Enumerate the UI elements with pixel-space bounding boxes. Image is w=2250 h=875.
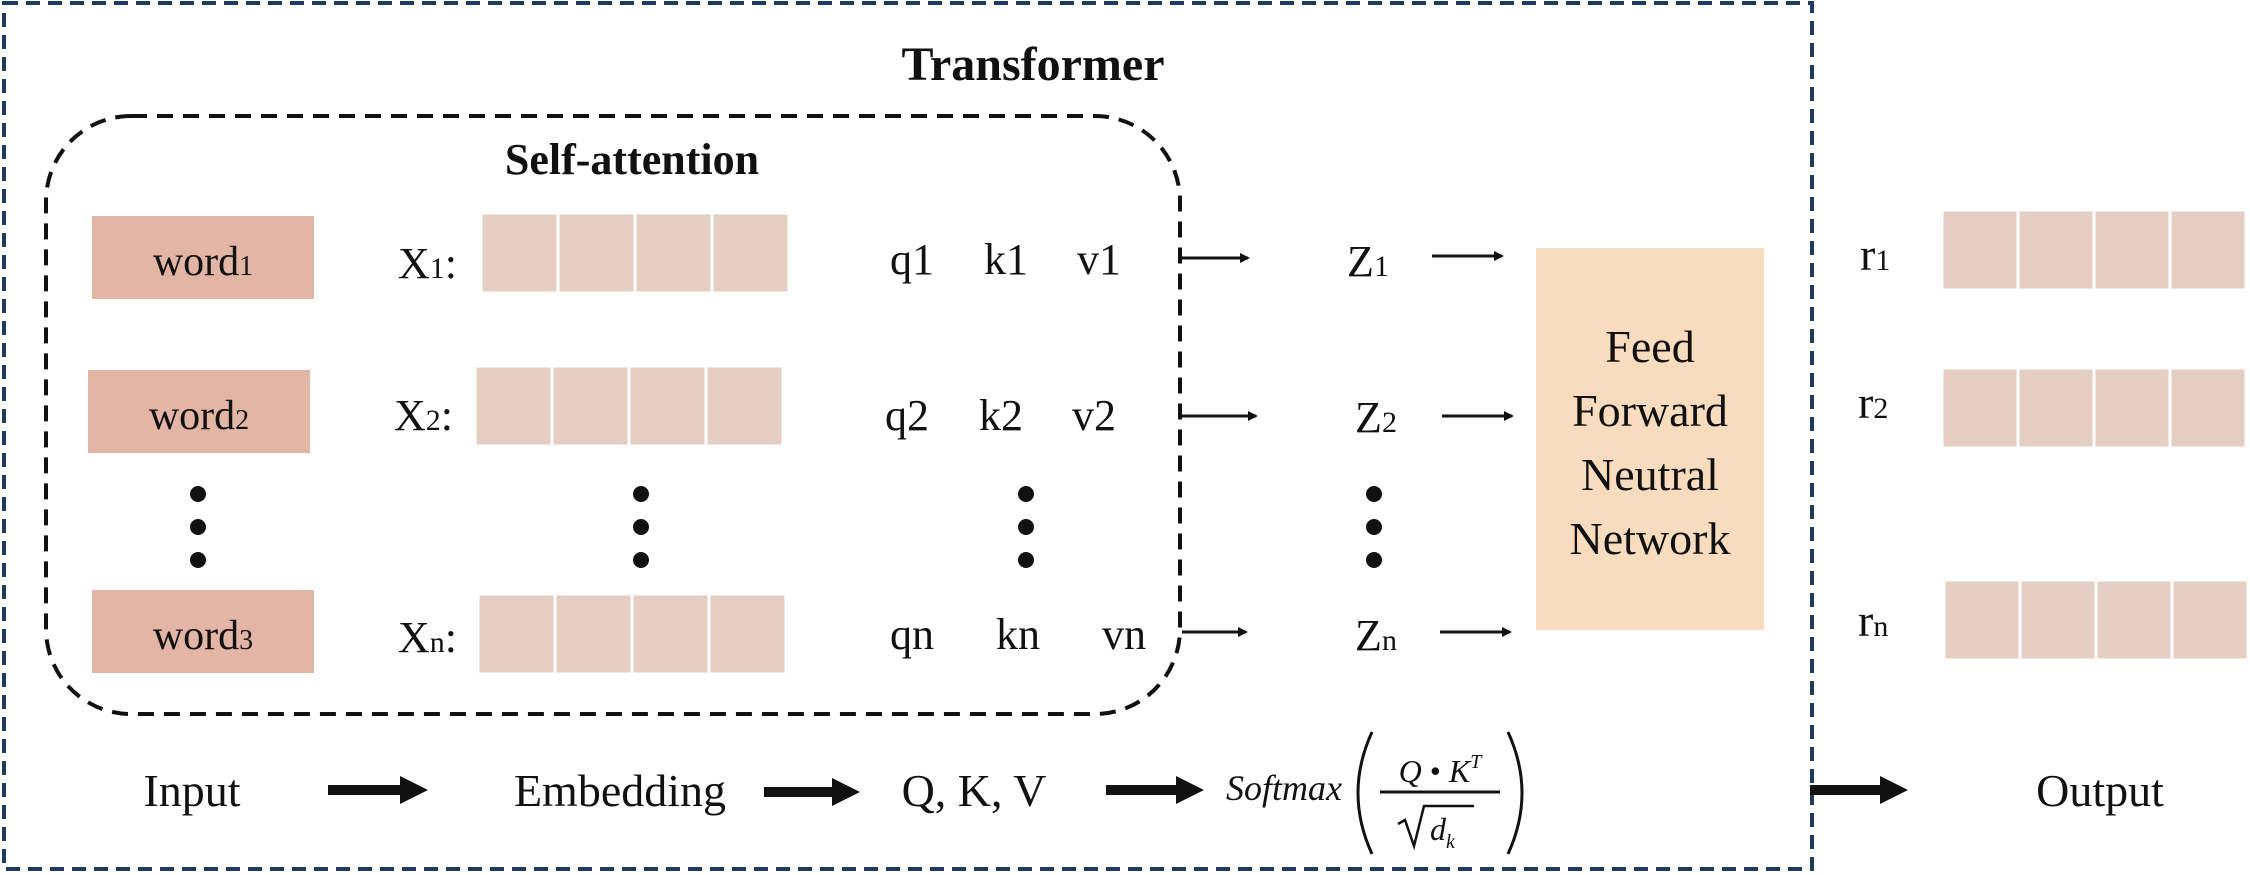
q-label-2: q2 bbox=[885, 391, 929, 440]
pipeline-input: Input bbox=[143, 765, 240, 816]
word-box-1 bbox=[92, 216, 314, 299]
softmax-formula: Softmax Q•KT dk bbox=[1226, 731, 1524, 855]
word-box-3 bbox=[92, 590, 314, 673]
arrowhead-embedding-to-qkv bbox=[832, 778, 860, 806]
pipeline-qkv: Q, K, V bbox=[902, 765, 1047, 816]
k-label-1: k1 bbox=[984, 235, 1028, 284]
result-vector-3 bbox=[1942, 578, 2250, 662]
ffn-line-1: Feed bbox=[1605, 321, 1694, 372]
feed-forward-network-box bbox=[1536, 248, 1764, 630]
word-box-2 bbox=[88, 370, 310, 453]
self-attention-frame bbox=[44, 114, 1182, 716]
ffn-line-4: Network bbox=[1570, 513, 1731, 564]
result-vector-2 bbox=[1940, 366, 2248, 450]
result-label-3: rn bbox=[1858, 595, 1888, 646]
pipeline-output: Output bbox=[2036, 765, 2164, 816]
v-label-3: vn bbox=[1102, 610, 1146, 659]
q-label-1: q1 bbox=[890, 235, 934, 284]
softmax-label: Softmax bbox=[1226, 768, 1342, 808]
embedding-label-1: X1: bbox=[398, 239, 457, 288]
q-label-3: qn bbox=[890, 610, 934, 659]
arrowhead-softmax-to-output bbox=[1880, 776, 1908, 804]
formula-left-paren bbox=[1356, 731, 1374, 855]
ffn-line-3: Neutral bbox=[1581, 449, 1719, 500]
transformer-title: Transformer bbox=[901, 38, 1164, 91]
embedding-label-3: Xn: bbox=[398, 613, 457, 662]
embedding-label-2: X2: bbox=[394, 391, 453, 440]
arrowhead-qkv-to-softmax bbox=[1176, 776, 1204, 804]
v-label-1: v1 bbox=[1077, 235, 1121, 284]
embedding-vector-2 bbox=[473, 364, 785, 448]
formula-denominator: dk bbox=[1430, 811, 1456, 853]
ellipsis-dots-words bbox=[190, 486, 206, 568]
arrowhead-input-to-embedding bbox=[400, 776, 428, 804]
embedding-vector-1 bbox=[479, 211, 791, 295]
ellipsis-dots-qkv bbox=[1018, 486, 1034, 568]
ellipsis-dots-z bbox=[1366, 486, 1382, 568]
word-label-3: word3 bbox=[153, 613, 253, 659]
pipeline-embedding: Embedding bbox=[514, 765, 726, 816]
z-label-3: Zn bbox=[1355, 611, 1397, 660]
z-label-2: Z2 bbox=[1355, 393, 1397, 442]
k-label-3: kn bbox=[996, 610, 1040, 659]
word-label-2: word2 bbox=[149, 393, 249, 439]
ffn-line-2: Forward bbox=[1572, 385, 1728, 436]
z-label-1: Z1 bbox=[1347, 237, 1389, 286]
word-label-1: word1 bbox=[153, 239, 253, 285]
ellipsis-dots-embeddings bbox=[633, 486, 649, 568]
formula-sqrt-sign bbox=[1397, 804, 1474, 851]
k-label-2: k2 bbox=[979, 391, 1023, 440]
v-label-2: v2 bbox=[1072, 391, 1116, 440]
result-label-1: r1 bbox=[1860, 229, 1890, 280]
formula-right-paren bbox=[1506, 731, 1524, 855]
formula-numerator: Q•KT bbox=[1399, 751, 1484, 789]
result-vector-1 bbox=[1940, 208, 2248, 292]
result-label-2: r2 bbox=[1858, 377, 1888, 428]
transformer-frame bbox=[2, 1, 1814, 871]
self-attention-title: Self-attention bbox=[505, 135, 759, 184]
embedding-vector-3 bbox=[476, 592, 788, 676]
